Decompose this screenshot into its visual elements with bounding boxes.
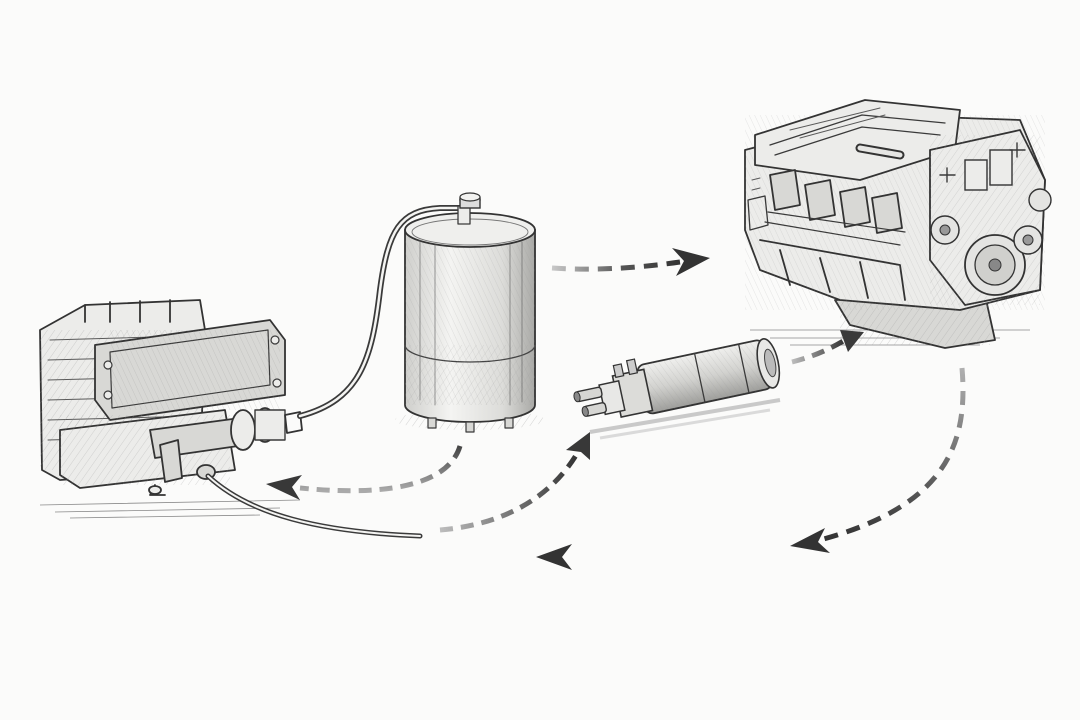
- engine-block: [744, 99, 1052, 349]
- connecting-hoses: [205, 205, 465, 539]
- arrow-reservoir-to-transmission: [266, 445, 463, 500]
- fuel-pump: [573, 338, 781, 440]
- v-engine-icon: [744, 99, 1052, 349]
- arrow-engine-to-transmission: [536, 367, 966, 570]
- arrow-reservoir-to-engine: [551, 248, 710, 276]
- reservoir-cap: [457, 192, 481, 225]
- arrow-pump-to-engine: [791, 330, 864, 365]
- transmission-housing-icon: [39, 299, 303, 496]
- inline-pump-icon: [573, 338, 781, 440]
- transmission-unit: [39, 299, 303, 519]
- engine-intake-runners: [764, 169, 906, 246]
- transmission-shadow: [39, 499, 301, 519]
- fluid-reservoir: [395, 192, 545, 433]
- engine-pulleys: [930, 188, 1052, 296]
- cylindrical-reservoir-icon: [395, 192, 545, 433]
- arrow-transmission-to-pump: [439, 432, 590, 533]
- flow-arrows: [266, 248, 966, 570]
